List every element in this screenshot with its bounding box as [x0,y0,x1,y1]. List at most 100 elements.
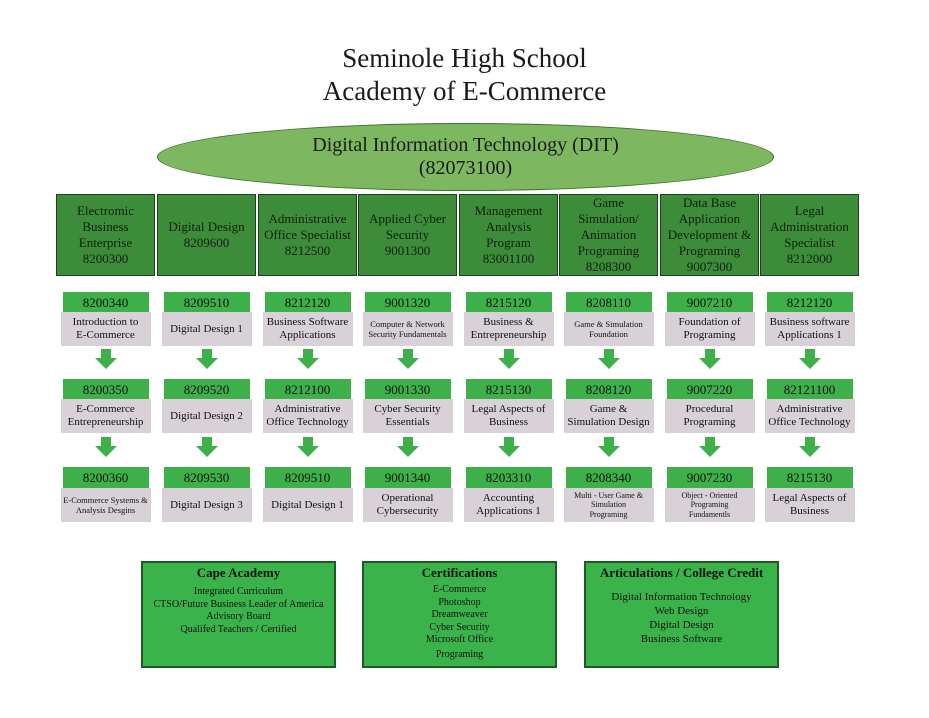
cape-academy-item: Integrated Curriculum [193,586,284,597]
program-header-line: 8208300 [585,259,632,274]
course-name-line: Cybersecurity [376,505,439,517]
articulation-item: Business Software [640,633,723,645]
course-name-line: Business [789,505,830,517]
course-name-line: Analysis Desgins [75,505,136,515]
course-name-line: Programing [690,500,729,510]
course-name-line: Simulation [590,500,627,510]
program-header-line: 83001100 [482,251,535,266]
program-header-line: Specialist [784,235,835,250]
program-header-line: Game [592,195,625,210]
course-code: 8200350 [62,379,149,400]
program-header-line: Development & [667,227,752,242]
course-name: Digital Design 1 [262,488,353,522]
course-name: Digital Design 3 [161,488,252,522]
course-code: 8215130 [465,379,552,400]
course-code: 9001340 [364,467,451,488]
cape-academy-item: Qualifed Teachers / Certified [180,623,297,635]
cape-academy-title: Cape Academy [196,565,281,580]
course-name-line: Programing [683,329,736,341]
course-name-line: Applications 1 [476,505,541,517]
down-arrow-icon [94,437,117,457]
down-arrow-icon [497,349,520,369]
down-arrow-icon [296,437,319,457]
down-arrow-icon [798,437,821,457]
course-code: 9007220 [666,379,753,400]
course-name-line: Business Software [266,316,349,328]
course-name-line: Computer & Network [370,318,445,329]
course-name-line: Office Technology [266,416,349,428]
program-header-line: Legal [794,203,825,218]
course-name-line: E-Commerce [76,329,135,341]
course-code: 8208110 [565,292,652,313]
course-name-line: Programing [683,416,736,428]
course-name-line: Entrepreneurship [470,329,547,341]
down-arrow-icon [195,437,218,457]
course-name-line: Foundation of [678,316,741,328]
program-header-line: Simulation/ [578,211,639,226]
program-header-line: 9001300 [384,243,431,258]
course-name-line: Cyber Security [374,403,441,415]
articulation-item: Digital Design [649,619,714,631]
down-arrow-icon [296,349,319,369]
course-name-line: Operational [381,492,434,504]
program-header-line: Analysis [485,219,532,234]
cape-academy-item: CTSO/Future Business Leader of America [153,598,324,610]
cape-academy-items: Integrated Curriculum CTSO/Future Busine… [143,586,334,636]
course-code: 8208120 [565,379,652,400]
program-header-line: Enterprise [78,235,133,250]
down-arrow-icon [698,437,721,457]
course-name-line: Applications [279,329,336,341]
course-name-line: Programing [589,509,628,519]
course-code: 9001330 [364,379,451,400]
page-title: Seminole High School [342,43,587,73]
course-name-line: Digital Design 3 [170,498,243,511]
program-header-line: Animation [580,227,637,242]
down-arrow-icon [396,437,419,457]
course-name-line: Legal Aspects of [772,492,847,504]
program-header-line: Office Specialist [264,227,351,242]
down-arrow-icon [698,349,721,369]
certification-item: Programing [435,648,484,660]
course-code: 8212120 [766,292,853,313]
certification-item: Dreamweaver [431,609,488,620]
program-header-line: 8209600 [183,235,230,250]
course-code: 8209520 [163,379,250,400]
down-arrow-icon [396,349,419,369]
course-name-line: Administrative [274,403,341,415]
program-header-line: 8212500 [284,243,331,258]
course-name-line: Office Technology [768,416,851,428]
program-header-line: Digital Design [168,219,245,234]
program-header-line: Applied Cyber [369,211,446,226]
course-name-line: Introduction to [72,316,139,328]
course-name-line: Digital Design 2 [170,409,243,422]
pathway-ellipse: Digital Information Technology (DIT) (82… [157,123,774,191]
down-arrow-icon [94,349,117,369]
course-code: 8212120 [264,292,351,313]
course-code: 8209530 [163,467,250,488]
course-name-line: Security Fundamentals [368,329,447,339]
course-name-line: Accounting [482,492,535,504]
course-code: 8209510 [163,292,250,313]
course-code: 9007230 [666,467,753,488]
program-header-line: Data Base [682,195,737,210]
program-header-line: Electromic [76,203,135,218]
page-subtitle: Academy of E-Commerce [322,76,607,106]
course-code: 8203310 [465,467,552,488]
